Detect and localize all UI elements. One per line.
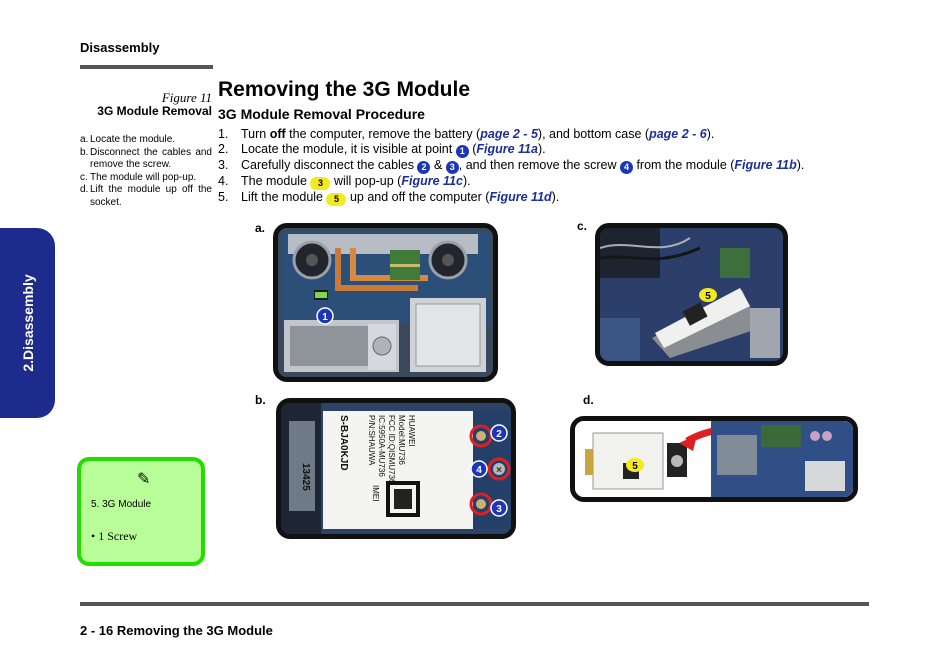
photo-b-pn-line-3: FCC ID:QISMU736	[387, 415, 396, 484]
figure-link-11b[interactable]: Figure 11b	[734, 158, 797, 172]
callout-badge-yellow-5: 5	[326, 193, 347, 206]
footer-rule	[80, 602, 869, 606]
photo-d-drawing: 5	[575, 421, 853, 497]
figure-link-11a[interactable]: Figure 11a	[476, 142, 538, 156]
figure-title: 3G Module Removal	[97, 104, 212, 118]
figure-step-a: a.Locate the module.	[80, 134, 176, 145]
photo-b-chip-label: S-BJA0KJD	[338, 415, 349, 471]
photo-b-label: b.	[255, 393, 266, 407]
page-title: Removing the 3G Module	[218, 78, 471, 101]
header-rule	[80, 65, 213, 69]
figure-step-d: d.Lift the module up off the socket.	[80, 184, 212, 208]
note-heading: 5. 3G Module	[91, 499, 152, 510]
procedure-step-1: 1. Turn off the computer, remove the bat…	[218, 127, 715, 141]
figure-step-b: b.Disconnect the cables and remove the s…	[80, 146, 212, 171]
photo-a-label: a.	[255, 221, 266, 235]
photo-c-drawing: 5	[600, 228, 783, 361]
photo-a-drawing: 1	[278, 228, 493, 377]
callout-badge-2: 2	[417, 161, 431, 174]
photo-a-callout-1-text: 1	[322, 312, 328, 323]
figure-link-11d[interactable]: Figure 11d	[489, 190, 552, 204]
callout-badge-1: 1	[455, 145, 469, 158]
photo-b-callout-4	[470, 460, 488, 478]
photo-d-callout-5-text: 5	[632, 461, 638, 472]
procedure-title: 3G Module Removal Procedure	[218, 106, 425, 122]
photo-b-pn-line-5: HUAWEI	[407, 415, 416, 447]
photo-b-drawing: 13425 S-BJA0KJD P/N:SHAUWA IC:5950A-MU73…	[281, 403, 511, 534]
photo-a-laptop-underside: 1	[273, 223, 498, 382]
page-link-2-5[interactable]: page 2 - 5	[480, 127, 538, 141]
photo-b-pn-line-2: IC:5950A-MU736	[377, 415, 386, 477]
photo-b-callout-3	[490, 499, 508, 517]
procedure-step-3: 3. Carefully disconnect the cables 2 & 3…	[218, 158, 805, 174]
photo-c-callout-5-text: 5	[705, 291, 711, 302]
procedure-step-4: 4. The module 3 will pop-up (Figure 11c)…	[218, 174, 471, 190]
photo-c-module-popup: 5	[595, 223, 788, 366]
pencil-icon: ✎	[137, 471, 151, 488]
photo-b-pn-line-1: P/N:SHAUWA	[367, 415, 376, 466]
photo-b-callout-2	[490, 424, 508, 442]
photo-b-callout-2-text: 2	[496, 429, 502, 440]
photo-b-callout-3-text: 3	[496, 504, 502, 515]
callout-badge-yellow-3: 3	[310, 177, 331, 190]
chapter-side-tab: 2.Disassembly	[0, 228, 55, 418]
svg-text:×: ×	[496, 465, 502, 476]
procedure-step-2: 2. Locate the module, it is visible at p…	[218, 142, 546, 158]
page-footer: 2 - 16 Removing the 3G Module	[80, 623, 273, 638]
figure-steps: a.Locate the module. b.Disconnect the ca…	[80, 134, 212, 209]
callout-badge-4: 4	[619, 161, 633, 174]
photo-b-imei: IMEI	[371, 485, 380, 501]
note-box: ✎ 5. 3G Module • 1 Screw	[77, 457, 205, 566]
photo-d-label: d.	[583, 393, 594, 407]
photo-c-callout-5	[699, 288, 717, 302]
callout-badge-3: 3	[445, 161, 459, 174]
figure-step-c: c.The module will pop-up.	[80, 171, 197, 183]
running-header: Disassembly	[80, 40, 160, 55]
procedure-steps: 1. Turn off the computer, remove the bat…	[218, 127, 858, 206]
photo-b-pn-line-4: Model:MU736	[397, 415, 406, 465]
note-item-screw: • 1 Screw	[91, 529, 138, 543]
photo-d-module-lifted: 5	[570, 416, 858, 502]
figure-link-11c[interactable]: Figure 11c	[401, 174, 463, 188]
photo-b-module-closeup: 13425 S-BJA0KJD P/N:SHAUWA IC:5950A-MU73…	[276, 398, 516, 539]
page-link-2-6[interactable]: page 2 - 6	[649, 127, 707, 141]
photo-d-callout-5	[626, 458, 644, 472]
photo-a-callout-1	[316, 307, 334, 325]
photo-c-label: c.	[577, 219, 588, 233]
photo-b-callout-4-text: 4	[476, 465, 482, 476]
chapter-side-tab-label: 2.Disassembly	[19, 274, 36, 372]
procedure-step-5: 5. Lift the module 5 up and off the comp…	[218, 190, 560, 206]
photo-b-side-label: 13425	[300, 463, 311, 491]
figure-number: Figure 11	[161, 90, 212, 105]
